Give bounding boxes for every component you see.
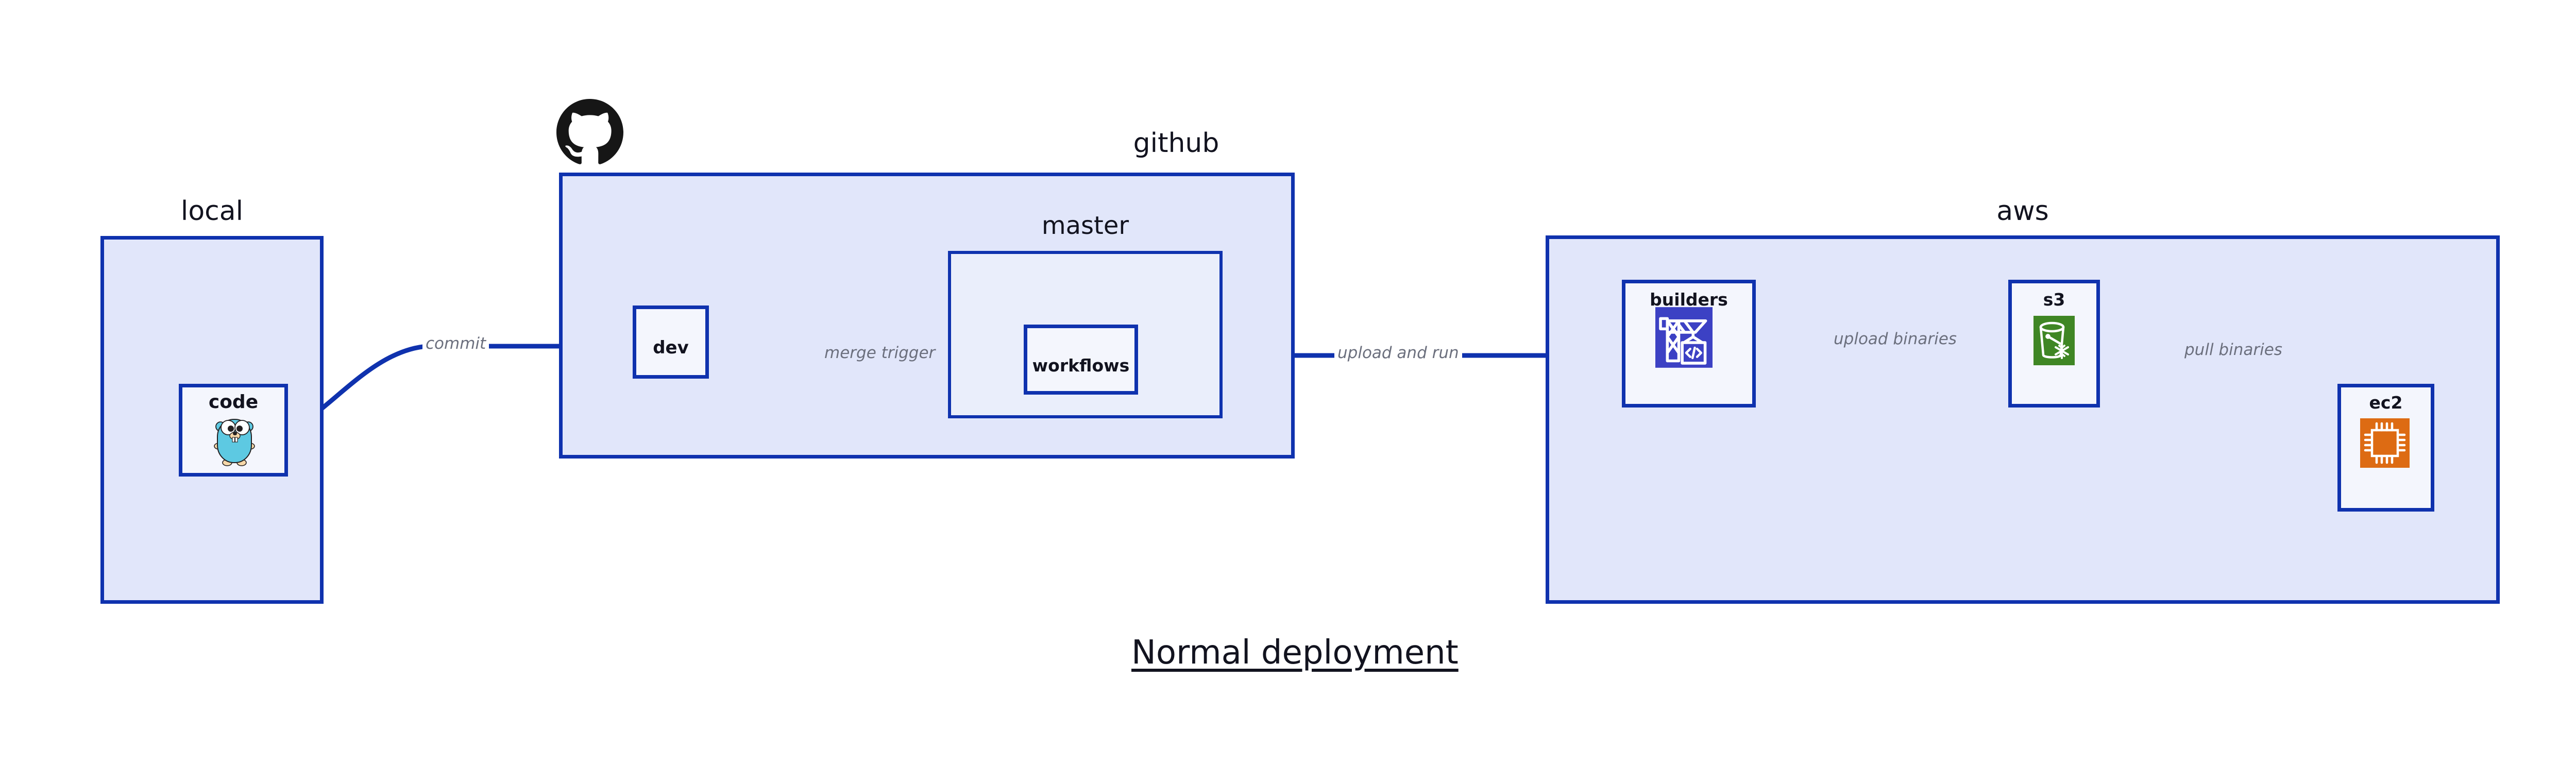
node-ec2[interactable] [2337, 384, 2434, 512]
edge-label-merge-trigger: merge trigger [821, 345, 939, 361]
edge-label-commit: commit [422, 336, 489, 352]
node-s3-label: s3 [2043, 290, 2065, 310]
go-gopher-icon [214, 419, 255, 466]
edge-label-upload-and-run: upload and run [1334, 345, 1462, 361]
diagram-title: Normal deployment [1131, 634, 1459, 672]
group-local-label: local [180, 196, 244, 227]
node-workflows-label: workflows [1032, 355, 1130, 376]
node-ec2-label: ec2 [2369, 393, 2403, 413]
aws-codebuild-icon [1655, 307, 1713, 368]
aws-s3-glacier-icon [2033, 316, 2075, 365]
group-master-label: master [1041, 211, 1129, 240]
group-aws-label: aws [1996, 196, 2049, 227]
group-github-label: github [1133, 128, 1219, 159]
node-code-label: code [208, 392, 259, 413]
edge-label-upload-binaries: upload binaries [1831, 331, 1960, 347]
node-dev[interactable] [633, 305, 709, 379]
node-dev-label: dev [653, 337, 689, 358]
edge-label-pull-binaries: pull binaries [2181, 342, 2285, 358]
github-octocat-logo [556, 99, 623, 164]
aws-ec2-icon [2360, 418, 2410, 468]
node-s3[interactable] [2008, 280, 2100, 408]
node-builders-label: builders [1650, 290, 1728, 310]
node-workflows[interactable] [1024, 325, 1138, 395]
